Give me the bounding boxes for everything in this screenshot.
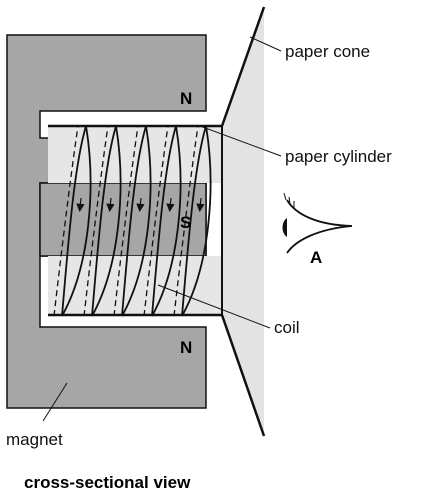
- current-arrow: [106, 197, 115, 213]
- paper-cone-label: paper cone: [285, 42, 370, 61]
- coil-turn-loop: [91, 125, 122, 317]
- coil-turn-front: [151, 125, 177, 317]
- coil-turn-back: [53, 125, 79, 317]
- coil-turn-front: [181, 125, 207, 317]
- coil: [53, 125, 212, 317]
- current-arrow: [166, 197, 175, 213]
- cone-edge-bottom: [220, 314, 266, 437]
- current-arrow: [136, 197, 145, 213]
- coil-turn-back: [173, 125, 199, 317]
- coil-turn-front: [91, 125, 117, 317]
- coil-turn-front: [121, 125, 147, 317]
- coil-turn-loop: [181, 125, 212, 317]
- current-arrow: [196, 197, 205, 213]
- paper-cone-leader: [249, 36, 282, 52]
- coil-turn-loop: [151, 125, 182, 317]
- caption: cross-sectional view: [24, 473, 191, 492]
- magnet-leader: [42, 382, 68, 422]
- coil-leader: [157, 284, 271, 329]
- paper-cylinder-label: paper cylinder: [285, 147, 392, 166]
- coil-turn-back: [143, 125, 169, 317]
- pole-top-label: N: [180, 89, 192, 108]
- magnet-label: magnet: [6, 430, 63, 449]
- cone-edge-top: [220, 6, 266, 127]
- coil-turn-front: [61, 125, 87, 317]
- coil-label: coil: [274, 318, 300, 337]
- eye-label: A: [310, 248, 322, 267]
- coil-turn-back: [113, 125, 139, 317]
- paper-cylinder-leader: [199, 125, 282, 157]
- current-arrow: [76, 197, 85, 213]
- coil-turn-loop: [121, 125, 152, 317]
- coil-turn-back: [83, 125, 109, 317]
- coil-turn-loop: [61, 125, 92, 317]
- pole-middle-label: S: [180, 213, 191, 232]
- paper-cone: [222, 7, 264, 436]
- pole-bottom-label: N: [180, 338, 192, 357]
- eye-icon: [282, 192, 353, 254]
